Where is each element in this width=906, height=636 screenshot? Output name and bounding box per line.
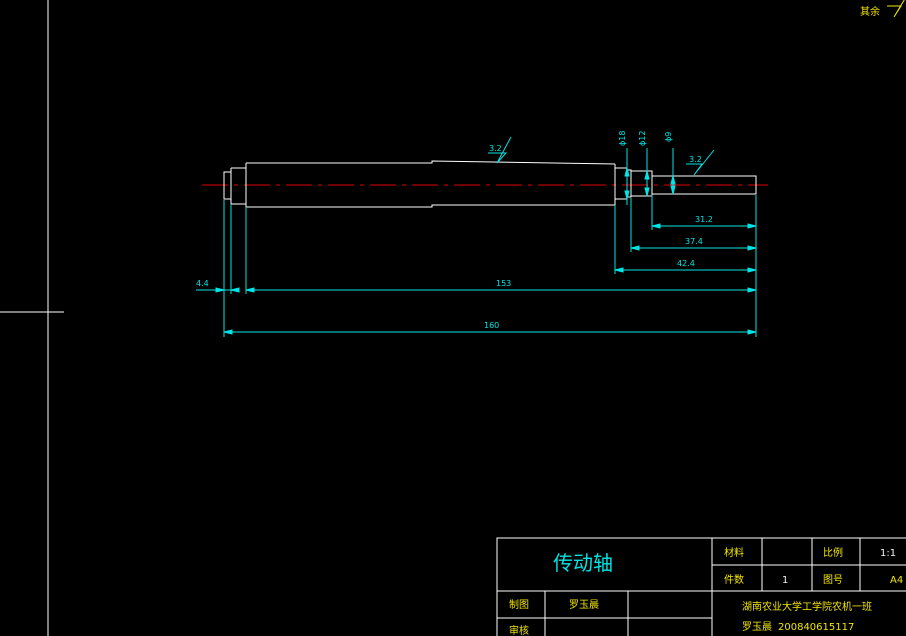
drawing-frame — [0, 0, 64, 636]
dimension-lines — [196, 136, 757, 337]
dim-text-31-2: 31.2 — [695, 215, 713, 224]
arrow-icon — [747, 223, 757, 229]
roughness-symbol-icon — [887, 0, 905, 18]
title-block-texts: 传动轴 材料 比例 1:1 件数 1 图号 A4 制图 罗玉晨 审核 湖南农业大… — [509, 546, 903, 636]
arrow-icon — [670, 185, 676, 195]
arrow-icon — [747, 245, 757, 251]
shaft-right-end — [652, 175, 757, 195]
quantity-value: 1 — [782, 575, 788, 586]
arrow-icon — [747, 329, 757, 335]
dim-text-4-4: 4.4 — [196, 279, 209, 288]
shaft-left-step-1 — [223, 171, 231, 200]
general-roughness: 其余 — [860, 0, 905, 18]
shaft-body-top — [246, 160, 616, 165]
arrow-icon — [614, 267, 624, 273]
arrow-icon — [630, 245, 640, 251]
arrow-icon — [644, 187, 650, 197]
drawing-no-value: A4 — [890, 575, 903, 586]
dim-text-42-4: 42.4 — [677, 259, 695, 268]
student-name: 罗玉晨 — [742, 621, 772, 633]
dim-text-dia-18: ϕ18 — [618, 131, 627, 146]
shaft-shoulder-1 — [614, 167, 628, 200]
arrow-icon — [651, 223, 661, 229]
scale-label: 比例 — [823, 546, 843, 559]
shaft-outline — [223, 160, 757, 208]
student-id: 200840615117 — [778, 622, 854, 633]
part-name: 传动轴 — [553, 551, 613, 575]
shaft-left-step-2 — [231, 167, 247, 205]
roughness-end-value: 3.2 — [689, 155, 702, 164]
shaft-shoulder-2 — [630, 170, 653, 197]
title-block-frame — [496, 537, 906, 636]
school-name: 湖南农业大学工学院农机一班 — [742, 600, 872, 613]
dim-text-37-4: 37.4 — [685, 237, 703, 246]
arrow-icon — [747, 267, 757, 273]
dim-text-153: 153 — [496, 279, 511, 288]
drawing-no-label: 图号 — [823, 574, 843, 586]
roughness-symbol-icon — [686, 149, 715, 176]
roughness-main-value: 3.2 — [489, 144, 502, 153]
arrow-icon — [624, 190, 630, 200]
arrow-icon — [747, 287, 757, 293]
arrow-icon — [215, 287, 225, 293]
arrow-icon — [670, 175, 676, 185]
title-block — [496, 537, 906, 636]
drawn-label: 制图 — [509, 598, 529, 611]
dim-text-dia-9: ϕ9 — [664, 132, 673, 142]
general-roughness-label: 其余 — [860, 5, 880, 18]
scale-value: 1:1 — [880, 548, 896, 559]
dimension-texts: 3.2 3.2 ϕ18 ϕ12 ϕ9 31.2 37.4 42.4 4.4 15… — [196, 131, 713, 330]
arrow-icon — [223, 329, 233, 335]
checked-label: 审核 — [509, 624, 529, 636]
arrow-icon — [230, 287, 240, 293]
material-label: 材料 — [724, 546, 744, 559]
quantity-label: 件数 — [724, 573, 744, 586]
arrow-icon — [245, 287, 255, 293]
drawn-name: 罗玉晨 — [569, 599, 599, 611]
dim-text-160: 160 — [484, 321, 499, 330]
dim-text-dia-12: ϕ12 — [638, 131, 647, 146]
arrow-icon — [644, 170, 650, 180]
arrow-icon — [624, 167, 630, 177]
roughness-symbol-icon — [488, 136, 512, 164]
shaft-body-bottom — [246, 204, 615, 208]
